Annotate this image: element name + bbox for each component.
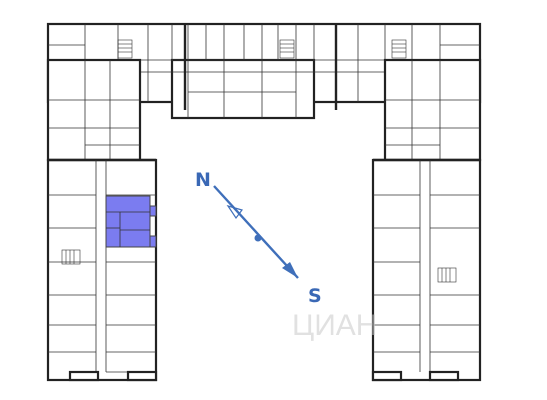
left-connector (46, 58, 142, 162)
south-label: S (308, 285, 322, 307)
north-arrow-icon (226, 204, 244, 220)
highlighted-apartment[interactable] (105, 195, 157, 248)
compass: N S (195, 169, 322, 307)
right-connector (383, 58, 482, 162)
north-label: N (195, 169, 211, 191)
left-wing (46, 158, 158, 382)
watermark: ЦИАН (292, 309, 377, 342)
north-south-arrow-icon (282, 262, 298, 278)
right-wing (371, 158, 482, 382)
compass-center-dot (254, 234, 262, 242)
